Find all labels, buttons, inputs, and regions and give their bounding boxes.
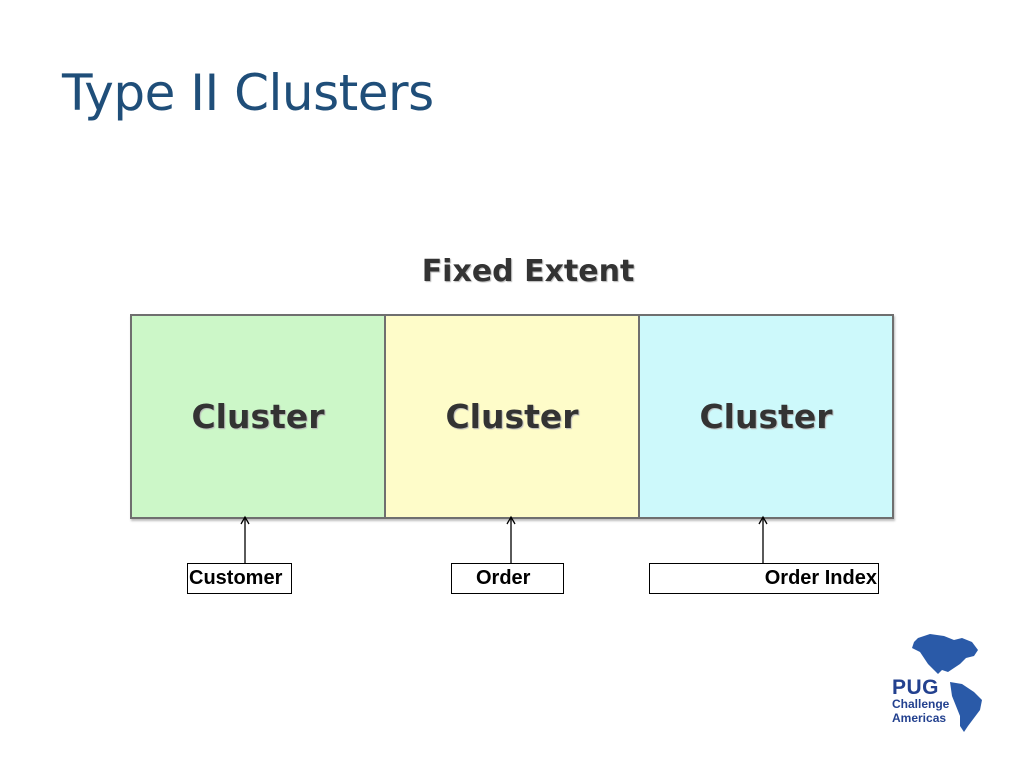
diagram-heading: Fixed Extent xyxy=(421,254,635,289)
cluster-cell-3: Cluster xyxy=(640,316,892,517)
cluster-cell-1: Cluster xyxy=(132,316,386,517)
label-order: Order xyxy=(451,563,564,594)
fixed-extent-box: Cluster Cluster Cluster xyxy=(130,314,894,519)
logo-pug-text: PUG xyxy=(892,676,940,699)
label-order-index: Order Index xyxy=(649,563,879,594)
slide-title: Type II Clusters xyxy=(62,64,434,122)
arrowhead-order-icon xyxy=(506,515,516,525)
label-customer: Customer xyxy=(187,563,292,594)
arrowhead-order-index-icon xyxy=(758,515,768,525)
logo-challenge-text: Challenge xyxy=(892,697,950,711)
arrowhead-customer-icon xyxy=(240,515,250,525)
cluster-cell-2: Cluster xyxy=(386,316,640,517)
logo-americas-text: Americas xyxy=(892,711,947,725)
pug-americas-map-icon xyxy=(912,634,982,732)
